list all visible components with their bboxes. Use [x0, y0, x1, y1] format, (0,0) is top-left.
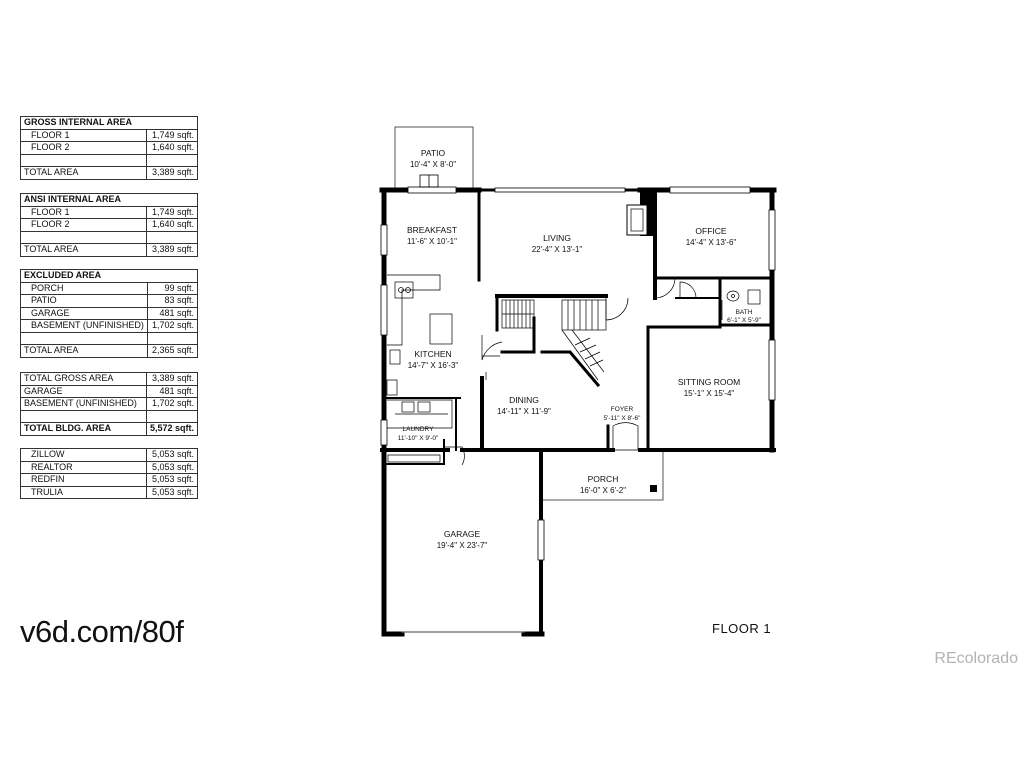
- room-name-breakfast: BREAKFAST: [407, 225, 457, 235]
- fireplace-icon: [626, 190, 655, 236]
- room-dims-office: 14'-4" X 13'-6": [686, 238, 737, 247]
- room-labels: PATIO 10'-4" X 8'-0" BREAKFAST 11'-6" X …: [398, 148, 762, 550]
- room-dims-laundry: 11'-10" X 9'-0": [398, 435, 439, 442]
- room-name-laundry: LAUNDRY: [403, 426, 435, 433]
- windows: [380, 186, 776, 561]
- room-name-porch: PORCH: [588, 474, 619, 484]
- room-name-living: LIVING: [543, 233, 571, 243]
- room-name-sitting-room: SITTING ROOM: [678, 377, 740, 387]
- kitchen-fixtures: [386, 274, 453, 463]
- room-dims-bath: 6'-1" X 5'-9": [727, 317, 762, 324]
- bath-fixtures: [726, 289, 761, 305]
- porch-post: [650, 485, 657, 492]
- short-url-text: v6d.com/80f: [20, 614, 184, 649]
- room-dims-foyer: 5'-11" X 8'-6": [604, 415, 642, 422]
- door-swings: [444, 277, 723, 466]
- room-dims-dining: 14'-11" X 11'-9": [497, 407, 551, 416]
- room-name-bath: BATH: [736, 309, 753, 316]
- room-dims-living: 22'-4" X 13'-1": [532, 245, 583, 254]
- room-dims-porch: 16'-0" X 6'-2": [580, 486, 626, 495]
- staircase: [501, 299, 607, 381]
- floor-label: FLOOR 1: [712, 621, 772, 636]
- room-dims-kitchen: 14'-7" X 16'-3": [408, 361, 459, 370]
- patio-door: [419, 174, 439, 188]
- room-name-patio: PATIO: [421, 148, 446, 158]
- room-dims-breakfast: 11'-6" X 10'-1": [407, 237, 457, 246]
- watermark-logo: REcolorado: [934, 650, 1018, 667]
- room-dims-sitting-room: 15'-1" X 15'-4": [684, 389, 735, 398]
- room-name-foyer: FOYER: [611, 406, 634, 413]
- table-row: BASEMENT (UNFINISHED)1,702 sqft.: [20, 397, 199, 411]
- room-name-garage: GARAGE: [444, 529, 481, 539]
- room-name-kitchen: KITCHEN: [414, 349, 451, 359]
- room-dims-patio: 10'-4" X 8'-0": [410, 160, 456, 169]
- room-name-dining: DINING: [509, 395, 539, 405]
- room-name-office: OFFICE: [695, 226, 726, 236]
- room-dims-garage: 19'-4" X 23'-7": [437, 541, 488, 550]
